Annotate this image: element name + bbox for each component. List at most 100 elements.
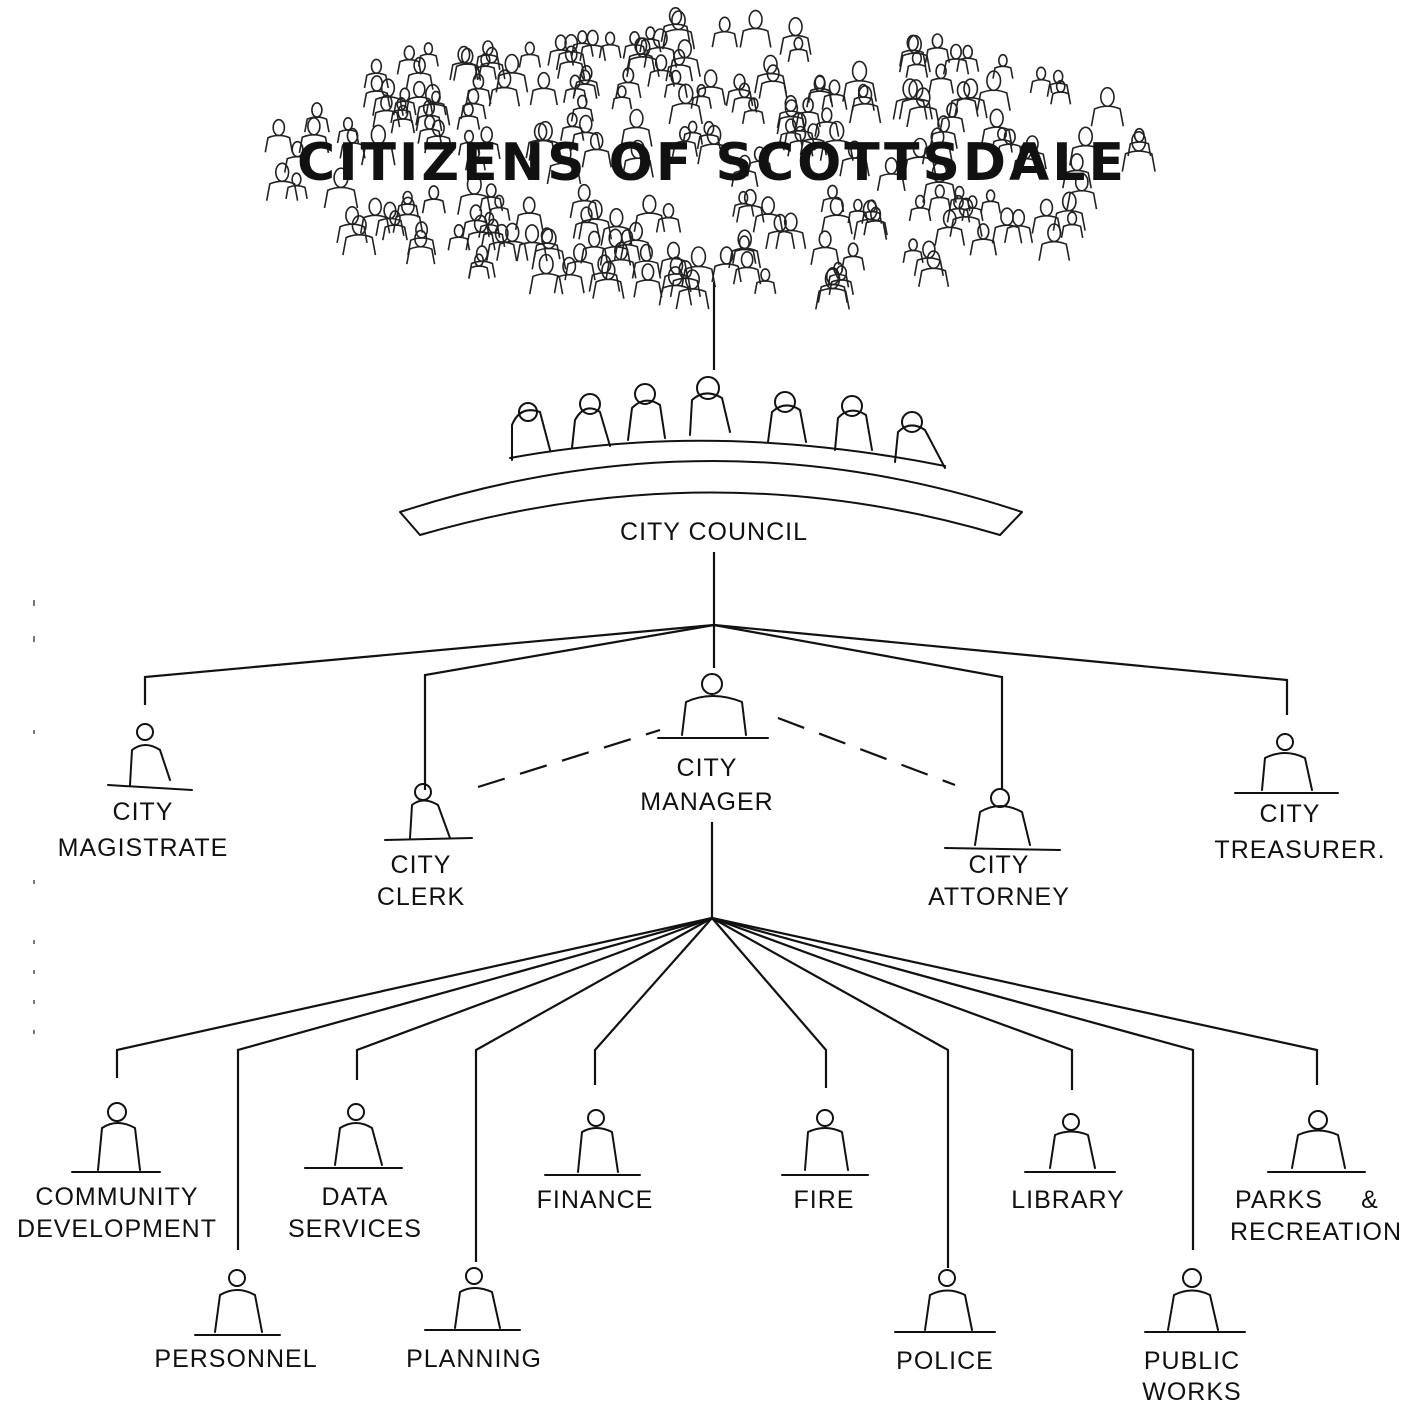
- citizen-body: [465, 231, 496, 251]
- citizen-head: [537, 71, 551, 90]
- citizen-head: [1000, 207, 1014, 226]
- citizen-head: [1039, 198, 1054, 217]
- citizen-body: [447, 236, 471, 251]
- upper-tier-connectors: [143, 623, 1289, 790]
- fire-label: FIRE: [794, 1186, 855, 1214]
- citizen-head: [1035, 66, 1047, 81]
- council-label: CITY COUNCIL: [620, 518, 808, 546]
- citizen-body: [992, 65, 1014, 79]
- citizen-body: [342, 234, 377, 256]
- citizen-body: [265, 180, 299, 201]
- citizen-head: [453, 224, 464, 239]
- citizen-body: [976, 89, 1011, 111]
- citizen-body: [518, 53, 542, 68]
- citizen-body: [1060, 223, 1084, 239]
- citizen-body: [390, 118, 416, 134]
- citizen-body: [942, 58, 970, 75]
- citizen-body: [615, 81, 642, 99]
- citizen-body: [908, 207, 932, 222]
- citizen-body: [1004, 225, 1034, 244]
- citizen-body: [682, 131, 704, 145]
- citizen-body: [655, 216, 682, 233]
- citizen-head: [403, 45, 415, 61]
- citizen-body: [563, 87, 588, 103]
- citizen-body: [956, 57, 980, 72]
- citizen-body: [1066, 189, 1098, 210]
- chart-title: CITIZENS OF SCOTTSDALE: [297, 133, 1127, 193]
- citizen-body: [611, 96, 633, 110]
- citizen-body: [572, 83, 598, 99]
- citizen-body: [456, 115, 481, 130]
- citizen-head: [690, 246, 707, 268]
- citizen-body: [468, 265, 490, 279]
- citizen-head: [272, 118, 286, 137]
- citizen-body: [690, 95, 712, 109]
- magistrate-label-line1: CITY: [113, 798, 174, 826]
- citizen-head: [578, 114, 593, 134]
- citizen-body: [906, 106, 941, 128]
- attorney-label-line1: CITY: [969, 851, 1030, 879]
- citizen-head: [793, 36, 804, 51]
- data-services-label-line2: SERVICES: [288, 1215, 422, 1243]
- citizen-body: [1069, 144, 1103, 166]
- citizen-head: [908, 238, 918, 252]
- citizen-head: [586, 29, 599, 46]
- citizen-body: [980, 200, 1002, 214]
- citizen-body: [898, 98, 933, 120]
- citizen-body: [531, 247, 567, 270]
- citizen-body: [285, 184, 308, 200]
- citizen-body: [605, 258, 637, 279]
- citizen-head: [763, 54, 778, 75]
- citizen-body: [806, 90, 834, 108]
- citizen-body: [339, 142, 366, 159]
- citizen-body: [787, 140, 814, 157]
- citizen-body: [928, 196, 952, 211]
- citizen-body: [913, 257, 944, 276]
- citizen-body: [474, 65, 497, 80]
- citizen-body: [1050, 91, 1072, 105]
- citizen-body: [810, 246, 840, 265]
- citizen-body: [570, 107, 594, 122]
- citizen-body: [776, 110, 805, 129]
- citizen-head: [949, 43, 962, 60]
- citizen-body: [658, 284, 693, 306]
- citizen-body: [578, 218, 613, 240]
- citizen-body: [934, 226, 966, 246]
- citizen-body: [898, 52, 931, 73]
- citizen-head: [1012, 209, 1026, 227]
- attorney-label-line2: ATTORNEY: [928, 883, 1070, 911]
- citizen-head: [311, 102, 323, 118]
- citizen-body: [528, 139, 563, 161]
- citizen-body: [486, 241, 518, 261]
- citizen-body: [863, 220, 888, 236]
- citizen-body: [579, 44, 607, 62]
- citizen-body: [363, 90, 391, 108]
- citizen-head: [828, 79, 841, 96]
- citizen-head: [275, 162, 290, 183]
- citizen-body: [892, 97, 928, 120]
- citizen-head: [654, 54, 668, 72]
- citizen-body: [600, 225, 633, 246]
- citizen-body: [991, 224, 1023, 244]
- citizen-body: [795, 111, 821, 128]
- citizen-head: [522, 196, 536, 214]
- citizen-body: [592, 278, 625, 299]
- citizen-body: [417, 128, 443, 144]
- scan-marks: [33, 600, 35, 1034]
- citizen-body: [754, 280, 777, 294]
- citizen-body: [775, 229, 807, 249]
- citizen-body: [732, 266, 762, 285]
- citizen-body: [1090, 105, 1125, 127]
- citizen-body: [827, 273, 850, 288]
- citizen-head: [457, 45, 471, 64]
- citizen-body: [739, 27, 772, 48]
- community-development-label-line2: DEVELOPMENT: [17, 1215, 217, 1243]
- citizen-body: [488, 206, 511, 221]
- citizen-body: [569, 199, 599, 219]
- citizen-head: [738, 235, 750, 251]
- citizen-body: [918, 267, 950, 287]
- citizen-body: [922, 181, 957, 203]
- citizen-body: [948, 197, 971, 212]
- citizen-head: [577, 30, 588, 45]
- citizen-body: [949, 216, 983, 237]
